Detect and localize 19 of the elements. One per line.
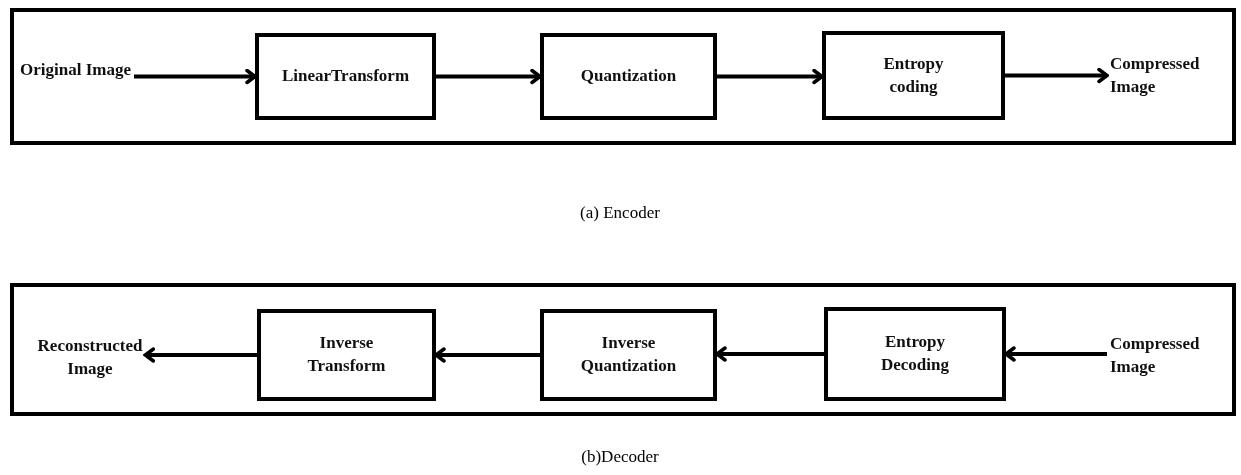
node-label: Reconstructed Image <box>36 335 144 380</box>
frame-box <box>10 8 1236 145</box>
arrow <box>436 68 542 85</box>
process-box: Entropy Decoding <box>824 307 1006 401</box>
arrow <box>133 68 257 85</box>
frame-box <box>10 283 1236 416</box>
arrow <box>1005 67 1109 84</box>
arrow <box>717 68 824 85</box>
node-label: Compressed Image <box>1109 52 1201 98</box>
figure-caption: (b)Decoder <box>581 447 659 467</box>
process-box: LinearTransform <box>255 33 436 120</box>
arrow <box>143 347 257 363</box>
node-label: Compressed Image <box>1109 332 1201 378</box>
process-box: Quantization <box>540 33 717 120</box>
process-box: Entropy coding <box>822 31 1005 120</box>
process-box: Inverse Quantization <box>540 309 717 401</box>
node-label: Original Image <box>19 58 132 81</box>
figure-caption: (a) Encoder <box>580 203 660 223</box>
process-box: Inverse Transform <box>257 309 436 401</box>
